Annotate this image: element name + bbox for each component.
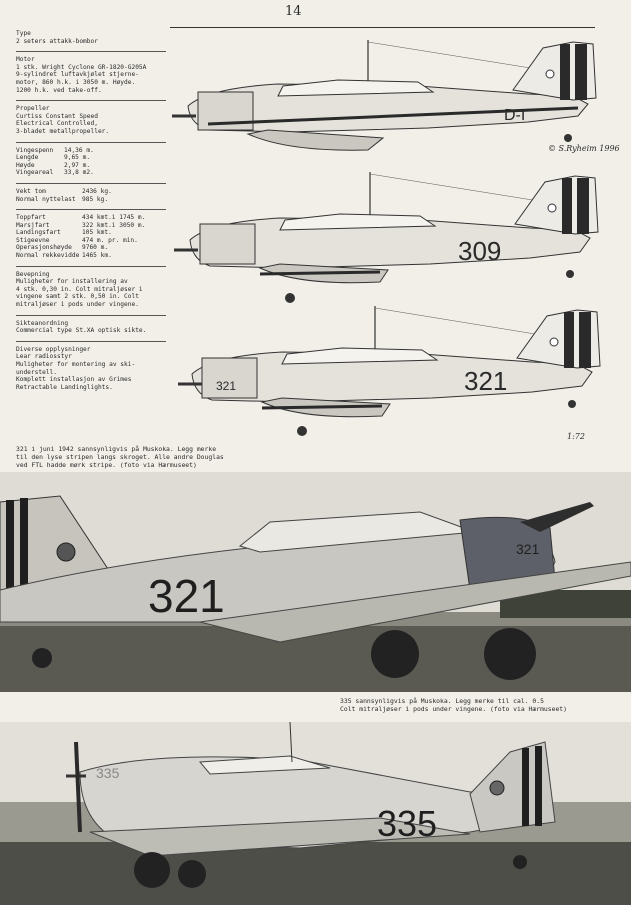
misc-line: understell.: [16, 368, 57, 376]
propeller-line: 3-bladet metallpropeller.: [16, 127, 110, 135]
dimension-label: Vingeareal: [16, 169, 54, 177]
aircraft-drawing-bottom: 321 321: [178, 306, 601, 436]
weight-label: Normal nyttelast: [16, 195, 76, 203]
performance-value: 1465 km.: [82, 252, 112, 260]
weight-label: Vekt tom: [16, 187, 46, 195]
propeller-block: Propeller Curtiss Constant Speed Electri…: [16, 105, 168, 135]
propeller-heading: Propeller: [16, 105, 50, 113]
performance-row: Toppfart 434 kmt.i 1745 m.: [16, 214, 168, 222]
sight-block: Sikteanordning Commercial type St.XA opt…: [16, 320, 168, 335]
divider: [16, 314, 166, 316]
aircraft-drawing-top: D-I: [172, 40, 597, 151]
performance-row: Landingsfart 105 kmt.: [16, 229, 168, 237]
performance-label: Landingsfart: [16, 229, 61, 237]
dimension-value: 9,65 m.: [64, 154, 91, 162]
performance-label: Stigeevne: [16, 236, 50, 244]
dimension-label: Høyde: [16, 161, 35, 169]
type-heading: Type: [16, 30, 31, 37]
performance-value: 9760 m.: [82, 244, 109, 252]
scale-label: 1:72: [567, 432, 585, 441]
artist-signature: © S.Ryheim 1996: [548, 144, 620, 153]
aircraft-code-label: D-I: [504, 107, 525, 124]
divider: [16, 340, 166, 342]
performance-row: Operasjonshøyde 9760 m.: [16, 244, 168, 252]
divider: [16, 100, 166, 102]
dimension-row: Vingespenn 14,36 m.: [16, 147, 168, 155]
motor-heading: Motor: [16, 56, 35, 64]
photo-nose-number: 335: [96, 765, 120, 781]
performance-row: Marsjfart 322 kmt.i 3050 m.: [16, 222, 168, 230]
weight-value: 2436 kg.: [82, 187, 112, 195]
dimension-row: Vingeareal 33,8 m2.: [16, 169, 168, 177]
photo-nose-number: 321: [516, 541, 540, 557]
divider: [16, 209, 166, 211]
misc-line: Muligheter for montering av ski-: [16, 361, 136, 368]
dimension-label: Lengde: [16, 154, 39, 162]
divider: [16, 141, 166, 143]
armament-line: mitraljøser i pods under vingene.: [16, 301, 139, 309]
spec-column: Type 2 seters attakk-bombor Motor 1 stk.…: [16, 30, 168, 397]
armament-heading: Bevepning: [16, 270, 50, 278]
dimension-row: Lengde 9,65 m.: [16, 154, 168, 162]
motor-line: motor, 860 h.k. i 3050 m. Høyde.: [16, 78, 136, 86]
photo-aircraft-321: 321 321: [0, 472, 631, 692]
performance-label: Toppfart: [16, 214, 46, 222]
performance-label: Marsjfart: [16, 221, 50, 229]
photo-aircraft-number: 321: [148, 570, 225, 622]
dimension-row: Høyde 2,97 m.: [16, 162, 168, 170]
weight-row: Normal nyttelast 985 kg.: [16, 196, 168, 204]
divider: [16, 51, 166, 53]
sight-heading: Sikteanordning: [16, 319, 69, 327]
type-value: 2 seters attakk-bombor: [16, 37, 98, 45]
performance-value: 105 kmt.: [82, 229, 112, 237]
armament-line: Muligheter for installering av: [16, 278, 128, 286]
dimension-value: 33,8 m2.: [64, 169, 94, 177]
divider: [16, 182, 166, 184]
misc-line: Komplett installasjon av Grimes: [16, 376, 132, 384]
header-rule: [170, 27, 595, 28]
dimension-value: 14,36 m.: [64, 146, 94, 154]
weights-block: Vekt tom 2436 kg. Normal nyttelast 985 kg.: [16, 188, 168, 203]
performance-block: Toppfart 434 kmt.i 1745 m. Marsjfart 322 k…: [16, 214, 168, 260]
misc-line: Lear radiosstyr: [16, 353, 72, 361]
divider: [16, 265, 166, 267]
aircraft-nose-number: 321: [216, 379, 236, 393]
performance-row: Stigeevne 474 m. pr. min.: [16, 237, 168, 245]
performance-value: 434 kmt.i 1745 m.: [82, 214, 146, 222]
motor-line: 9-sylindret luftavkjølet stjerne-: [16, 71, 139, 79]
aircraft-number-label: 309: [458, 236, 501, 266]
photo-aircraft-335: 335 335: [0, 722, 631, 905]
aircraft-drawing-middle: 309: [174, 172, 599, 303]
misc-heading: Diverse opplysninger: [16, 345, 91, 353]
photo1-caption: 321 i juni 1942 sannsynligvis på Muskoka…: [16, 445, 224, 469]
armament-block: Bevepning Muligheter for installering av…: [16, 271, 168, 309]
performance-label: Normal rekkevidde: [16, 252, 80, 260]
weight-value: 985 kg.: [82, 195, 109, 203]
photo-aircraft-number: 335: [377, 803, 437, 844]
performance-value: 322 kmt.i 3050 m.: [82, 221, 146, 229]
dimension-value: 2,97 m.: [64, 161, 91, 169]
motor-line: 1200 h.k. ved take-off.: [16, 86, 102, 94]
dimension-label: Vingespenn: [16, 146, 54, 154]
misc-block: Diverse opplysninger Lear radiosstyr Mul…: [16, 346, 168, 392]
propeller-line: Curtiss Constant Speed: [16, 112, 98, 120]
armament-line: vingene samt 2 stk. 0,50 in. Colt: [16, 293, 139, 301]
sight-value: Commercial type St.XA optisk sikte.: [16, 327, 147, 335]
armament-line: 4 stk. 0,30 in. Colt mitraljøser i: [16, 285, 143, 293]
motor-line: 1 stk. Wright Cyclone GR-1820-G205A: [16, 63, 147, 71]
dimensions-block: Vingespenn 14,36 m. Lengde 9,65 m. Høyde 2,…: [16, 147, 168, 177]
weight-row: Vekt tom 2436 kg.: [16, 188, 168, 196]
aircraft-number-label: 321: [464, 366, 507, 396]
performance-value: 474 m. pr. min.: [82, 236, 138, 244]
photo2-caption: 335 sannsynligvis på Muskoka. Legg merke…: [340, 697, 568, 713]
performance-label: Operasjonshøyde: [16, 244, 72, 252]
type-block: Type 2 seters attakk-bombor: [16, 30, 168, 45]
propeller-line: Electrical Controlled,: [16, 120, 98, 128]
page-number: 14: [285, 4, 302, 19]
misc-line: Retractable Landinglights.: [16, 383, 113, 391]
motor-block: Motor 1 stk. Wright Cyclone GR-1820-G205…: [16, 56, 168, 94]
